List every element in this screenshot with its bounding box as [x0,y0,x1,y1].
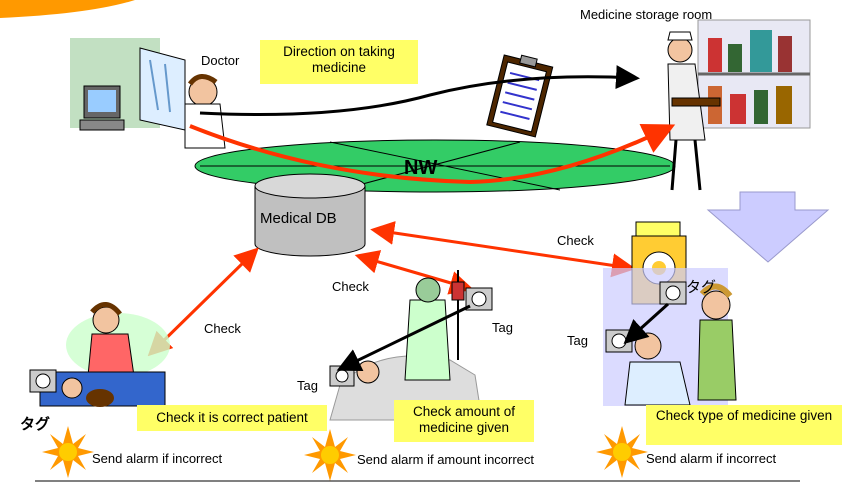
direction-arrow [199,65,640,116]
tag-device-center-left [329,365,355,387]
alarm-sun-center [304,429,356,481]
corner-swoosh [0,0,135,18]
check-label-left: Check [204,321,241,336]
network-line-2 [329,141,561,191]
direction-box: Direction on taking medicine [260,40,418,84]
doctor-label: Doctor [201,53,240,68]
down-arrow [706,191,830,263]
left-patient-illustration [39,302,170,407]
medicine-shelf-illustration [697,19,811,129]
tag-label-right: Tag [567,333,588,348]
tag-arrow-center [336,304,471,371]
clipboard-illustration [486,54,554,138]
alarm-label-center: Send alarm if amount incorrect [357,452,535,467]
medical-db-cylinder [254,173,366,257]
check-amount-box: Check amount of medicine given [394,400,534,442]
prescription-flow-arrow [189,123,676,185]
network-line-3 [339,141,521,191]
medical-db-label: Medical DB [260,210,337,227]
check-type-box: Check type of medicine given [646,405,842,445]
nurse-illustration [667,31,721,191]
doctor-illustration [70,38,226,149]
tag-device-bottle [659,281,687,305]
network-label: NW [404,157,438,179]
alarm-label-right: Send alarm if incorrect [646,451,777,466]
tag-device-left [29,369,57,393]
tag-device-center [465,287,493,311]
tag-device-right [605,329,633,353]
alarm-label-left: Send alarm if incorrect [92,451,223,466]
tag-label-center: Tag [492,320,513,335]
tag-label-center-left: Tag [297,378,318,393]
alarm-sun-right [596,426,648,478]
storage-room-label: Medicine storage room [580,7,713,22]
alarm-sun-left [42,426,94,478]
tag-label-jp-right: タグ [686,279,717,296]
check-patient-box: Check it is correct patient [137,405,327,431]
tag-label-jp-left: タグ [20,416,51,433]
check-arrow-right [370,221,636,278]
check-label-center: Check [332,279,369,294]
tag-arrow-right [623,302,670,345]
check-label-right: Check [557,233,594,248]
